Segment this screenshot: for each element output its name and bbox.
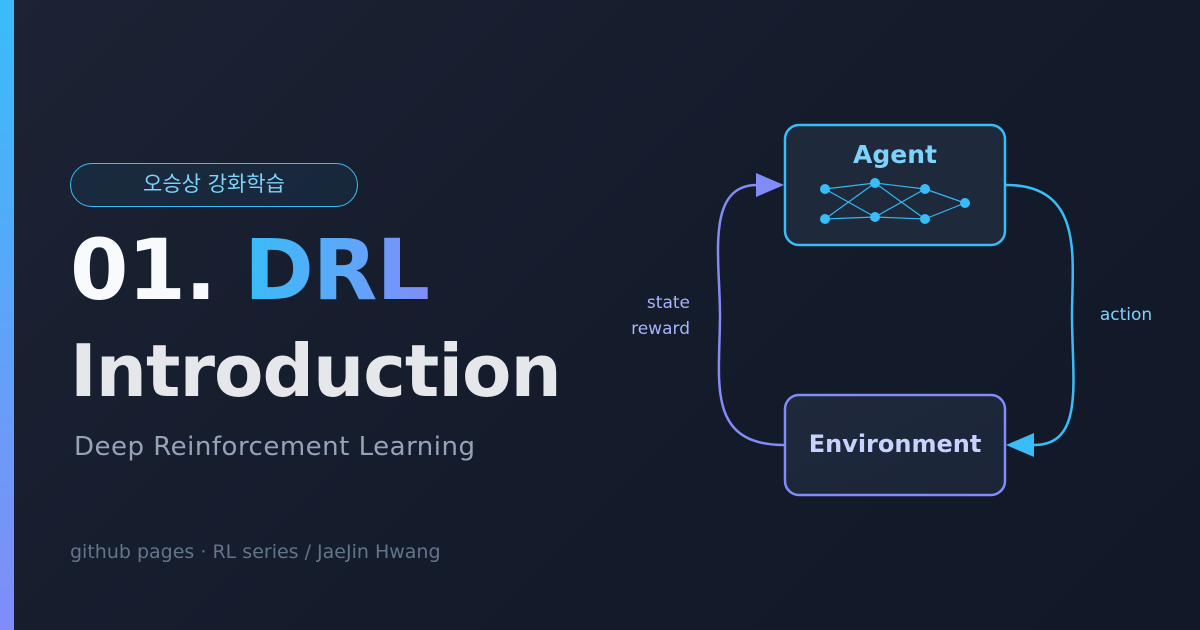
subtitle: Deep Reinforcement Learning	[74, 432, 476, 462]
neural-network-icon	[824, 182, 966, 220]
reward-label: reward	[631, 319, 690, 339]
footer-credits: github pages · RL series / JaeJin Hwang	[70, 538, 441, 566]
action-label: action	[1100, 305, 1152, 325]
neural-network-nodes	[820, 178, 970, 224]
page-title: 01. DRL	[70, 221, 430, 319]
environment-label: Environment	[809, 430, 982, 458]
title-line-2: Introduction	[70, 329, 562, 413]
action-arrowhead	[1006, 433, 1034, 457]
footer-separator: ·	[200, 541, 207, 563]
state-label: state	[647, 293, 690, 313]
footer-series: RL series / JaeJin Hwang	[212, 541, 441, 563]
title-highlight: DRL	[244, 221, 430, 319]
feedback-arrowhead	[756, 173, 784, 197]
accent-bar	[0, 0, 14, 630]
agent-label: Agent	[853, 140, 937, 169]
environment-box	[783, 393, 1007, 497]
series-tag: 오승상 강화학습	[70, 163, 358, 207]
action-arrow	[1005, 183, 1075, 447]
feedback-arrow	[716, 183, 785, 447]
title-number: 01.	[70, 221, 217, 319]
footer-source: github pages	[70, 541, 195, 563]
